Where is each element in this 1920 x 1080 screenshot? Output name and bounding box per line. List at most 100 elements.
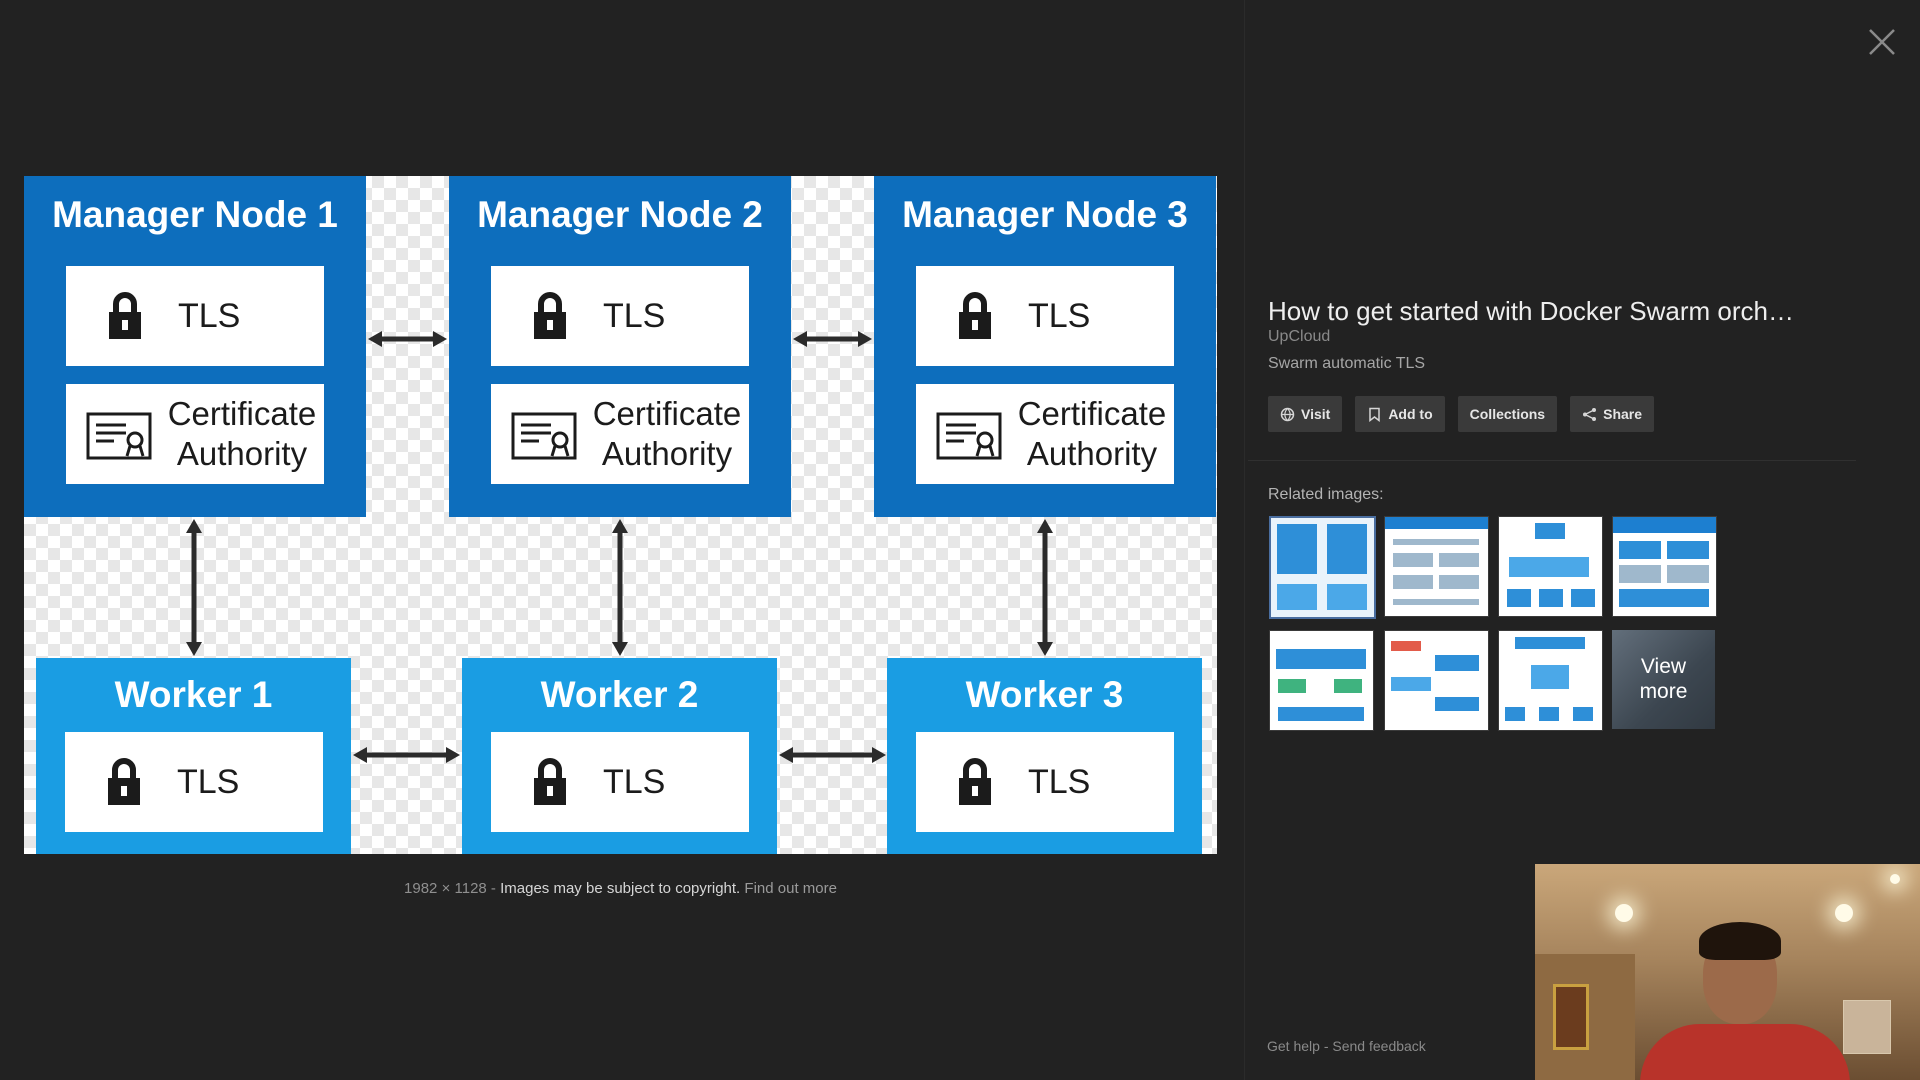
find-out-more-link[interactable]: Find out more [744, 880, 837, 897]
related-image-thumbnail[interactable] [1269, 630, 1374, 731]
get-help-link[interactable]: Get help [1267, 1038, 1320, 1054]
avatar [1843, 1000, 1891, 1054]
tls-label: TLS [1028, 297, 1091, 335]
certificate-authority-label: Certificate Authority [587, 394, 747, 474]
related-image-thumbnail[interactable] [1269, 516, 1376, 619]
tls-box: TLS [66, 266, 324, 366]
bookmark-icon [1367, 407, 1382, 422]
lock-icon [533, 756, 567, 806]
ceiling-light [1890, 874, 1900, 884]
preview-image[interactable]: Manager Node 1 TLS Certificate Authority… [24, 176, 1217, 854]
view-more-label: View more [1612, 654, 1715, 704]
related-image-thumbnail[interactable] [1612, 516, 1717, 617]
page-title[interactable]: How to get started with Docker Swarm orc… [1268, 296, 1794, 326]
certificate-authority-box: Certificate Authority [66, 384, 324, 484]
certificate-authority-box: Certificate Authority [491, 384, 749, 484]
panel-divider [1244, 0, 1245, 1080]
panel-footer: Get help - Send feedback [1267, 1038, 1426, 1054]
ca-line-2: Authority [601, 435, 733, 472]
worker-node-1: Worker 1 TLS [36, 658, 351, 854]
caption-separator: - [486, 880, 501, 897]
manager-node-title: Manager Node 1 [52, 194, 338, 235]
related-image-thumbnail[interactable] [1498, 630, 1603, 731]
worker-node-3: Worker 3 TLS [887, 658, 1202, 854]
view-more-line-1: View [1640, 655, 1687, 678]
certificate-icon [86, 412, 152, 460]
tls-box: TLS [916, 732, 1174, 832]
copyright-notice: Images may be subject to copyright. [500, 880, 741, 897]
ceiling-light [1835, 904, 1853, 922]
manager-worker-arrow [610, 517, 630, 658]
manager-node-title: Manager Node 2 [477, 194, 763, 235]
ca-line-1: Certificate [1017, 395, 1167, 432]
tls-label: TLS [1028, 763, 1091, 801]
action-toolbar: Visit Add to Collections Share [1268, 396, 1655, 432]
certificate-icon [936, 412, 1002, 460]
manager-node-2: Manager Node 2 TLS Certificate Authority [449, 176, 791, 517]
manager-link-arrow [366, 329, 449, 349]
manager-node-title: Manager Node 3 [902, 194, 1188, 235]
view-more-line-2: more [1639, 680, 1688, 703]
close-button[interactable] [1864, 24, 1900, 60]
add-to-button[interactable]: Add to [1355, 396, 1445, 432]
lock-icon [107, 756, 141, 806]
person-hair [1699, 922, 1781, 960]
manager-worker-arrow [184, 517, 204, 658]
footer-separator: - [1319, 1038, 1333, 1054]
worker-link-arrow [777, 745, 888, 765]
collections-label: Collections [1469, 406, 1546, 422]
ca-line-2: Authority [176, 435, 308, 472]
webcam-overlay [1535, 864, 1920, 1080]
close-icon [1869, 29, 1895, 55]
person-body [1640, 1024, 1850, 1080]
related-image-thumbnail[interactable] [1384, 516, 1489, 617]
ca-line-1: Certificate [592, 395, 742, 432]
tls-label: TLS [178, 297, 241, 335]
ceiling-light [1615, 904, 1633, 922]
certificate-icon [511, 412, 577, 460]
globe-icon [1280, 407, 1295, 422]
manager-link-arrow [791, 329, 874, 349]
lock-icon [533, 290, 567, 340]
tls-label: TLS [603, 297, 666, 335]
tls-box: TLS [491, 266, 749, 366]
worker-node-title: Worker 1 [114, 674, 273, 715]
lock-icon [958, 290, 992, 340]
tls-box: TLS [491, 732, 749, 832]
certificate-authority-label: Certificate Authority [162, 394, 322, 474]
manager-worker-arrow [1035, 517, 1055, 658]
worker-node-title: Worker 3 [965, 674, 1124, 715]
certificate-authority-label: Certificate Authority [1012, 394, 1172, 474]
visit-button[interactable]: Visit [1268, 396, 1343, 432]
manager-node-1: Manager Node 1 TLS Certificate Authority [24, 176, 366, 517]
tls-box: TLS [916, 266, 1174, 366]
worker-node-title: Worker 2 [540, 674, 699, 715]
image-dimensions: 1982 × 1128 [404, 880, 487, 897]
source-name[interactable]: UpCloud [1268, 328, 1331, 345]
manager-node-3: Manager Node 3 TLS Certificate Authority [874, 176, 1216, 517]
lock-icon [958, 756, 992, 806]
collections-button[interactable]: Collections [1457, 396, 1558, 432]
worker-node-2: Worker 2 TLS [462, 658, 777, 854]
related-image-thumbnail[interactable] [1498, 516, 1603, 617]
ca-line-2: Authority [1026, 435, 1158, 472]
wall-frame [1553, 984, 1589, 1050]
tls-label: TLS [603, 763, 666, 801]
lock-icon [108, 290, 142, 340]
share-button[interactable]: Share [1570, 396, 1655, 432]
view-more-button[interactable]: View more [1612, 630, 1715, 729]
share-label: Share [1603, 406, 1643, 422]
related-image-thumbnail[interactable] [1384, 630, 1489, 731]
tls-label: TLS [177, 763, 240, 801]
related-images-label: Related images: [1268, 486, 1384, 503]
image-description: Swarm automatic TLS [1268, 355, 1426, 372]
image-caption: 1982 × 1128 - Images may be subject to c… [24, 880, 1217, 897]
worker-link-arrow [351, 745, 462, 765]
tls-box: TLS [65, 732, 323, 832]
add-to-label: Add to [1388, 406, 1433, 422]
share-icon [1582, 407, 1597, 422]
certificate-authority-box: Certificate Authority [916, 384, 1174, 484]
panel-separator [1248, 460, 1856, 461]
send-feedback-link[interactable]: Send feedback [1332, 1038, 1426, 1054]
ca-line-1: Certificate [167, 395, 317, 432]
